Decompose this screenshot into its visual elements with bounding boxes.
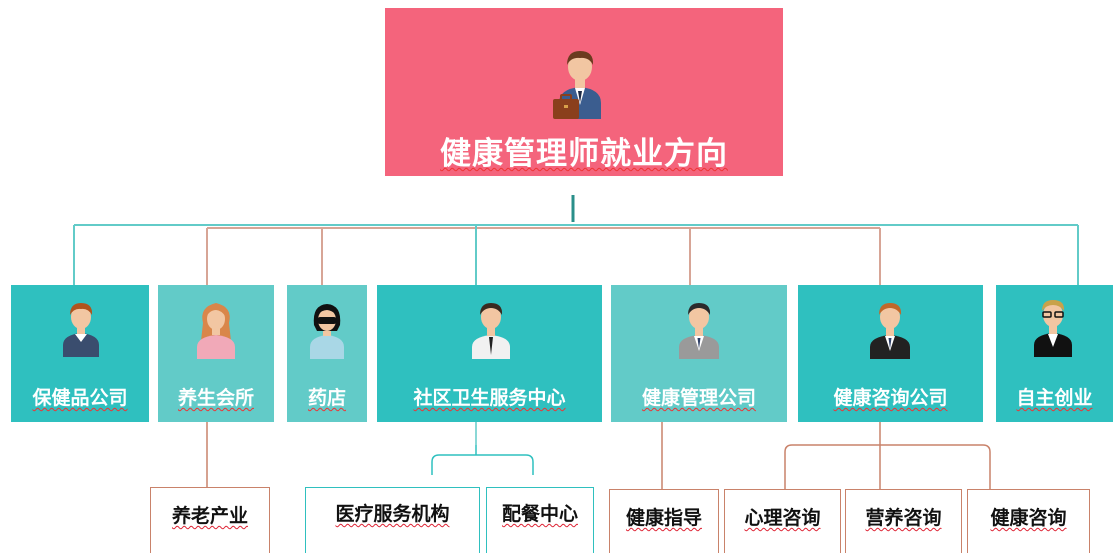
leaf-catering-center[interactable]: 配餐中心 xyxy=(486,487,594,553)
leaf-label: 医疗服务机构 xyxy=(335,503,450,525)
category-community-health-center[interactable]: 社区卫生服务中心 xyxy=(377,285,602,422)
category-health-consulting-company[interactable]: 健康咨询公司 xyxy=(798,285,983,422)
leaf-label: 配餐中心 xyxy=(501,503,578,525)
category-health-management-company[interactable]: 健康管理公司 xyxy=(611,285,787,422)
category-label: 社区卫生服务中心 xyxy=(413,387,566,409)
businessman-dark-suit-avatar-icon xyxy=(870,303,910,359)
leaf-health-guidance[interactable]: 健康指导 xyxy=(609,489,719,553)
businessman-gray-suit-avatar-icon xyxy=(679,303,719,359)
category-label: 药店 xyxy=(307,387,346,409)
root-label: 健康管理师就业方向 xyxy=(440,136,728,172)
leaf-label: 养老产业 xyxy=(171,505,248,527)
root-node[interactable]: 健康管理师就业方向 xyxy=(385,8,783,176)
woman-with-sunglasses-avatar-icon xyxy=(310,304,344,359)
category-label: 健康咨询公司 xyxy=(833,387,948,409)
leaf-label: 心理咨询 xyxy=(744,507,821,529)
leaf-elderly-care-industry[interactable]: 养老产业 xyxy=(150,487,270,553)
leaf-label: 健康咨询 xyxy=(990,507,1067,529)
category-pharmacy[interactable]: 药店 xyxy=(287,285,367,422)
man-with-glasses-avatar-icon xyxy=(1034,300,1072,357)
doctor-avatar-icon xyxy=(472,303,510,359)
category-self-employment[interactable]: 自主创业 xyxy=(996,285,1113,422)
category-label: 健康管理公司 xyxy=(641,387,756,409)
leaf-medical-service-institution[interactable]: 医疗服务机构 xyxy=(305,487,480,553)
category-label: 自主创业 xyxy=(1016,387,1093,409)
businessman-with-briefcase-icon xyxy=(553,51,601,119)
category-label: 保健品公司 xyxy=(32,387,128,409)
leaf-label: 健康指导 xyxy=(625,507,702,529)
category-label: 养生会所 xyxy=(177,387,254,409)
category-health-products-company[interactable]: 保健品公司 xyxy=(11,285,149,422)
woman-avatar-icon xyxy=(197,303,235,359)
leaf-psychological-counseling[interactable]: 心理咨询 xyxy=(724,489,841,553)
leaf-health-consulting[interactable]: 健康咨询 xyxy=(967,489,1090,553)
businessman-avatar-icon xyxy=(935,8,997,80)
young-man-avatar-icon xyxy=(63,303,99,357)
leaf-label: 营养咨询 xyxy=(865,507,942,529)
leaf-nutrition-consulting[interactable]: 营养咨询 xyxy=(845,489,962,553)
category-wellness-club[interactable]: 养生会所 xyxy=(158,285,274,422)
